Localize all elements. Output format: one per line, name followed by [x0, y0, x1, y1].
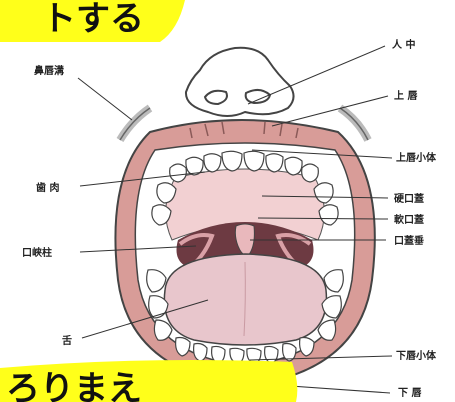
label-lower-frenulum: 下唇小体: [396, 349, 437, 362]
bottom-banner-text: ろりまえ: [6, 369, 142, 402]
label-tongue: 舌: [62, 334, 72, 347]
nose: [186, 48, 294, 116]
label-hard-palate: 硬口蓋: [394, 192, 424, 205]
bottom-banner: ろりまえ: [0, 360, 297, 402]
label-soft-palate: 軟口蓋: [394, 213, 424, 226]
top-banner-text: トする: [42, 0, 144, 39]
label-upper-frenulum: 上唇小体: [396, 151, 437, 164]
label-upper-lip: 上 唇: [394, 89, 418, 102]
label-gums: 歯 肉: [36, 181, 59, 194]
label-uvula: 口蓋垂: [394, 234, 424, 247]
label-palatine-arch: 口峡柱: [22, 246, 52, 259]
label-lower-lip: 下 唇: [398, 387, 422, 399]
label-philtrum: 人 中: [392, 38, 415, 51]
leader-philtrum-groove: [78, 78, 132, 120]
label-philtrum-groove: 鼻唇溝: [34, 64, 64, 77]
top-banner: トする: [0, 0, 185, 42]
